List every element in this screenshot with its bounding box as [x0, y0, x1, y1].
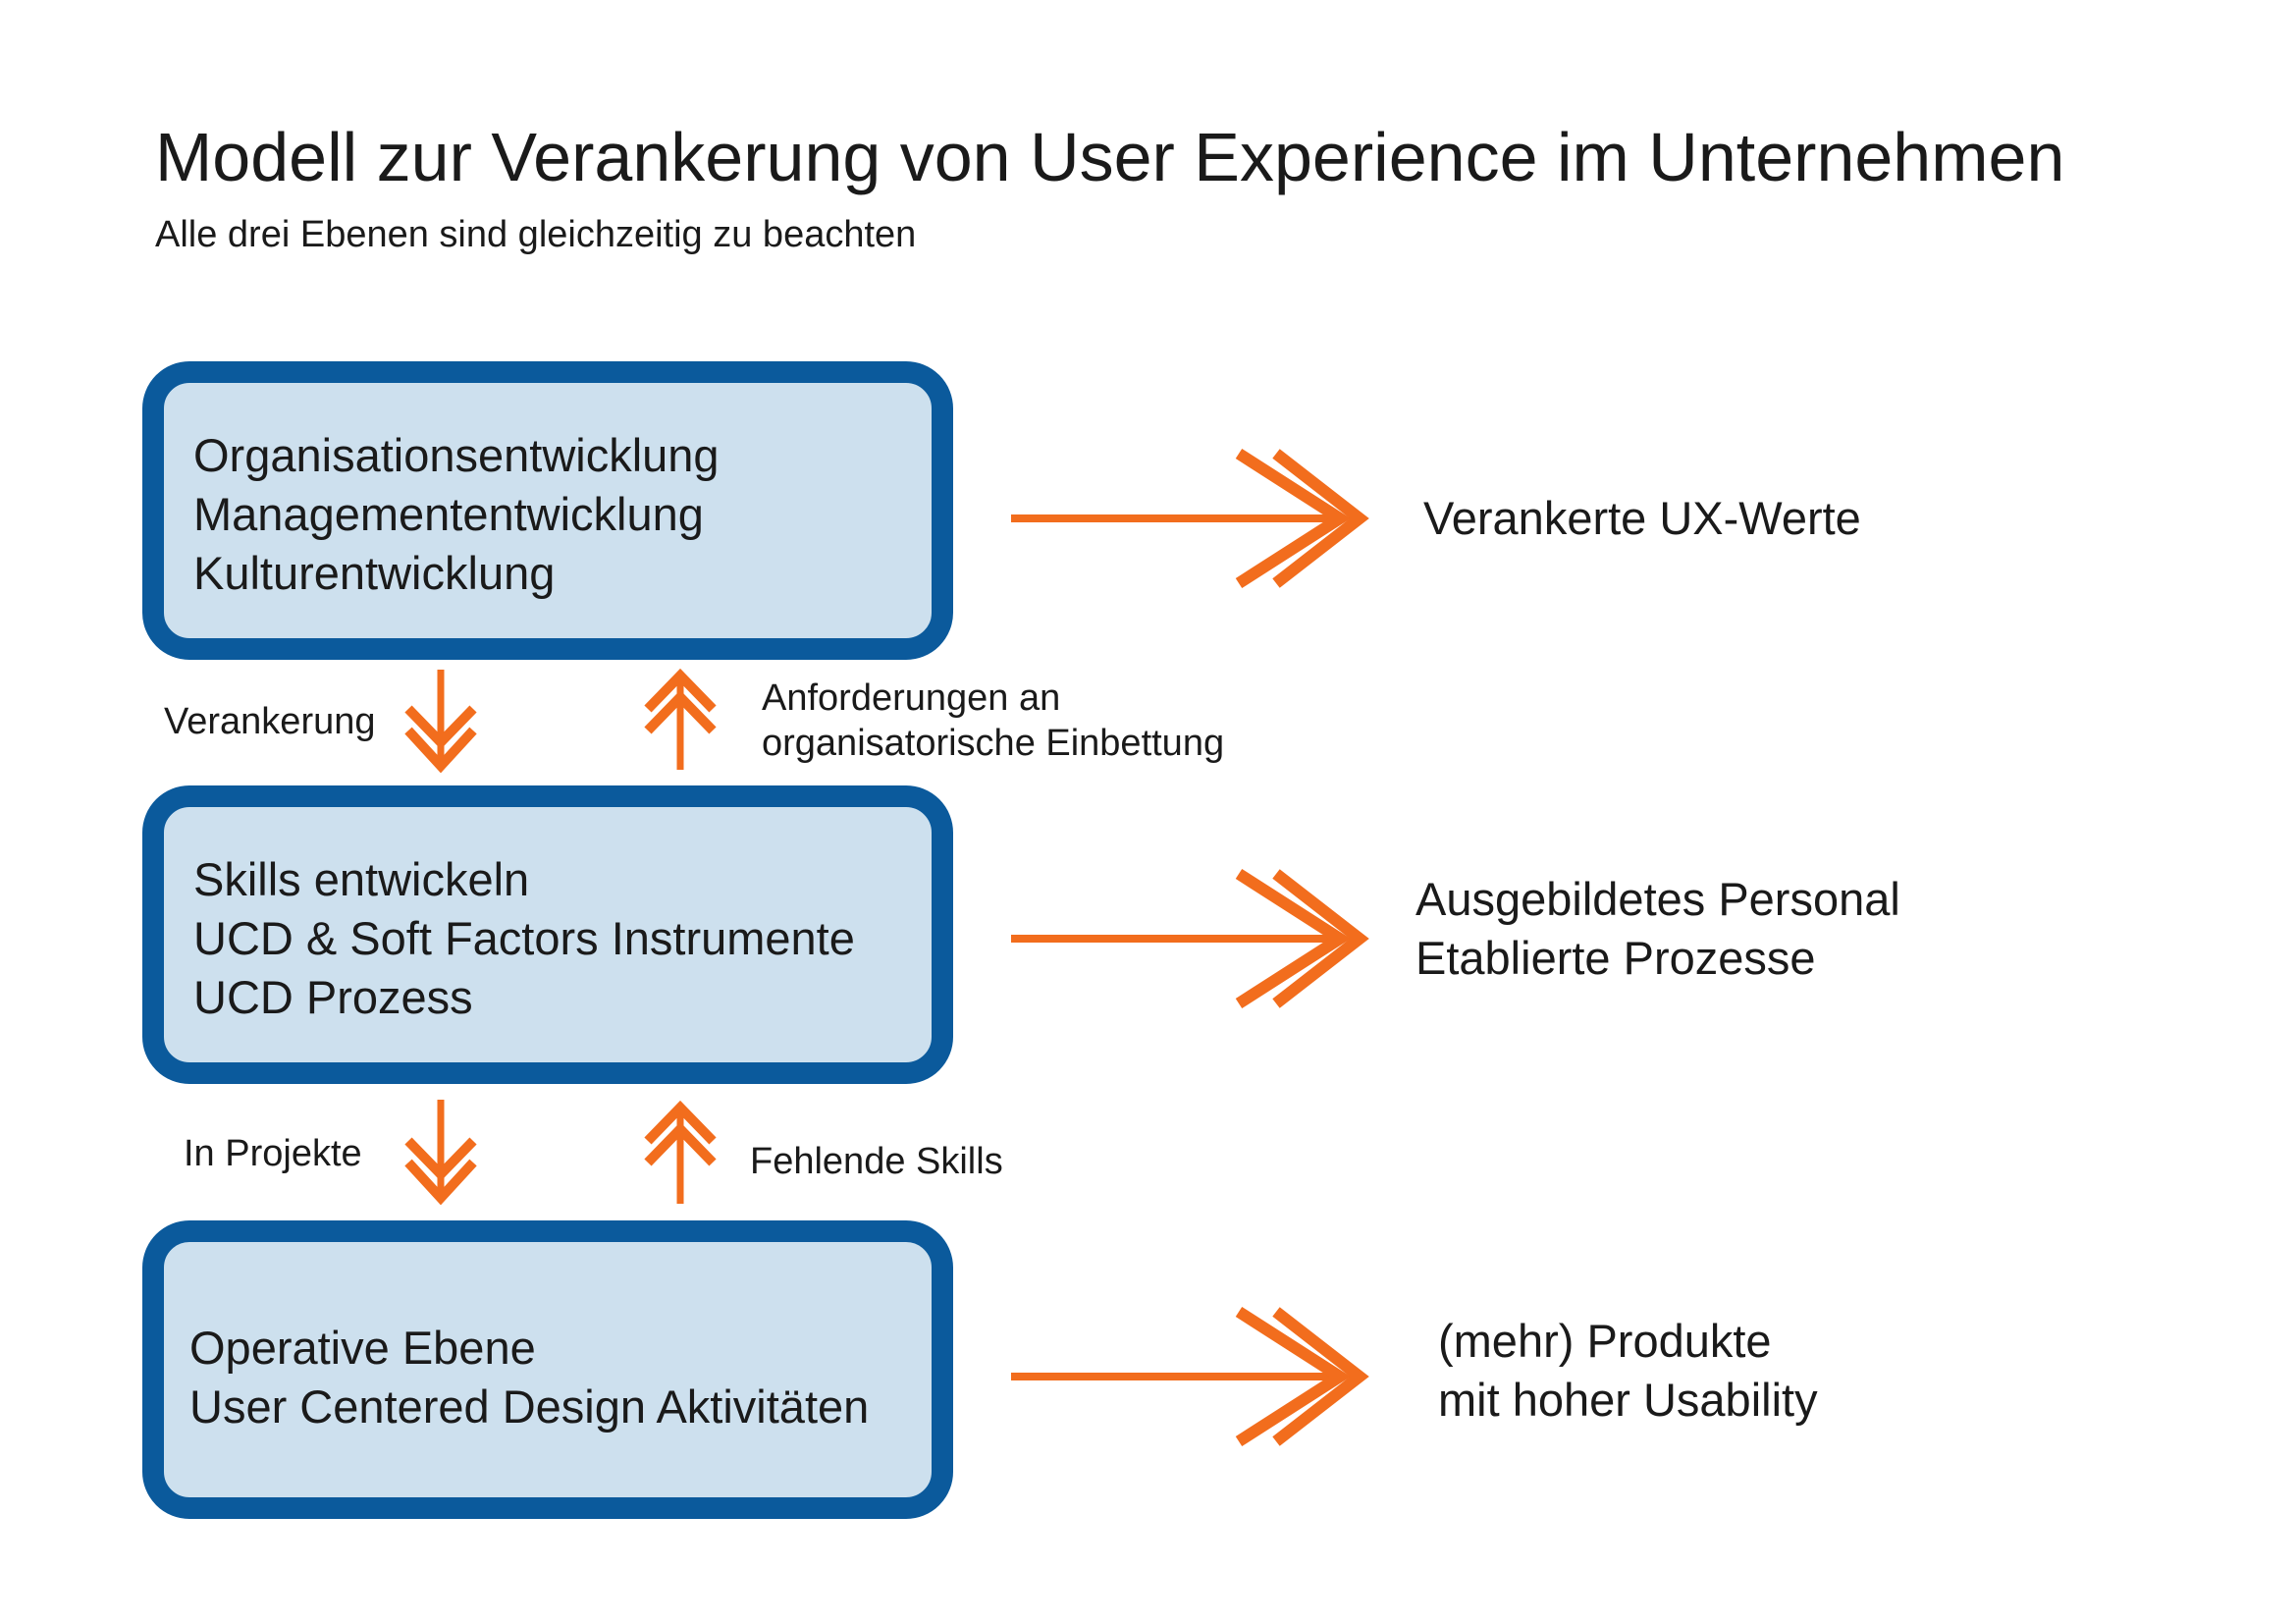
up-arrow-icon [644, 1100, 717, 1204]
page-subtitle: Alle drei Ebenen sind gleichzeitig zu be… [155, 214, 917, 255]
level-line: Kulturentwicklung [193, 547, 556, 599]
connector-label-line: Anforderungen an [762, 677, 1061, 719]
result-line: Ausgebildetes Personal [1415, 873, 1900, 925]
level-box-skills: Skills entwickeln UCD & Soft Factors Ins… [142, 785, 953, 1084]
level-box-organisation: Organisationsentwicklung Managemententwi… [142, 361, 953, 660]
connector-label-up: Fehlende Skills [750, 1139, 1003, 1184]
result-text: (mehr) Produkte mit hoher Usability [1438, 1312, 1818, 1430]
level-line: UCD & Soft Factors Instrumente [193, 912, 855, 964]
level-line: Operative Ebene [189, 1322, 536, 1374]
level-line: Managemententwicklung [193, 488, 704, 540]
result-text: Ausgebildetes Personal Etablierte Prozes… [1415, 870, 1900, 988]
level-box-text: Skills entwickeln UCD & Soft Factors Ins… [193, 850, 922, 1027]
page-title: Modell zur Verankerung von User Experien… [155, 119, 2065, 195]
result-line: mit hoher Usability [1438, 1374, 1818, 1426]
level-box-operative: Operative Ebene User Centered Design Akt… [142, 1220, 953, 1519]
level-line: User Centered Design Aktivitäten [189, 1380, 870, 1433]
up-arrow-icon [644, 668, 717, 770]
result-line: Verankerte UX-Werte [1423, 492, 1861, 544]
result-text: Verankerte UX-Werte [1423, 489, 1861, 548]
level-box-text: Organisationsentwicklung Managemententwi… [193, 426, 922, 603]
level-line: UCD Prozess [193, 971, 473, 1023]
right-arrow-icon [1011, 868, 1369, 1009]
connector-label-down: In Projekte [184, 1133, 362, 1174]
level-line: Organisationsentwicklung [193, 429, 720, 481]
level-box-text: Operative Ebene User Centered Design Akt… [189, 1319, 922, 1436]
connector-label-line: Fehlende Skills [750, 1141, 1003, 1182]
connector-label-line: organisatorische Einbettung [762, 723, 1225, 764]
down-arrow-icon [404, 1100, 477, 1206]
down-arrow-icon [404, 670, 477, 774]
connector-label-up: Anforderungen an organisatorische Einbet… [762, 676, 1224, 766]
result-line: Etablierte Prozesse [1415, 932, 1816, 984]
connector-label-down: Verankerung [164, 701, 376, 742]
level-line: Skills entwickeln [193, 853, 530, 905]
result-line: (mehr) Produkte [1438, 1315, 1772, 1367]
right-arrow-icon [1011, 448, 1369, 589]
right-arrow-icon [1011, 1306, 1369, 1447]
